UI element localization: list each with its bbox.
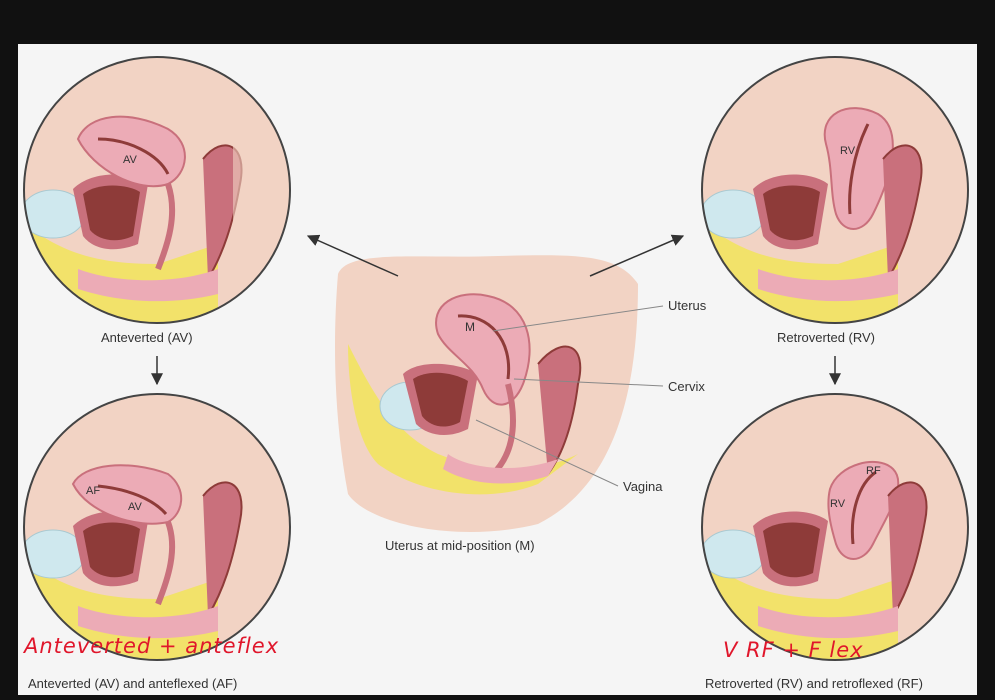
vagina-callout: Vagina [623, 479, 663, 494]
retroverted-circle: RV [701, 56, 969, 324]
handwritten-note-left: Anteverted + anteflex [24, 634, 280, 658]
arrow-to-anteverted [306, 234, 399, 277]
caption-retroverted: Retroverted (RV) [777, 330, 876, 345]
retroflexed-circle: RF RV [701, 393, 969, 661]
caption-anteverted: Anteverted (AV) [101, 330, 193, 345]
diagram-svg: M Uterus Cervix Vagina [23, 56, 969, 661]
handwritten-note-right: V RF + F lex [723, 638, 864, 662]
anteflexed-circle: AF AV [23, 393, 291, 661]
diagram-canvas: M Uterus Cervix Vagina [18, 44, 977, 695]
anteverted-circle: AV [23, 56, 291, 324]
tl-organ-label: AV [123, 154, 138, 166]
tr-organ-label: RV [840, 145, 856, 157]
center-organ-label: M [465, 320, 475, 334]
caption-mid-position: Uterus at mid-position (M) [385, 538, 535, 553]
center-illustration: M Uterus Cervix Vagina [335, 255, 707, 533]
caption-anteflexed: Anteverted (AV) and anteflexed (AF) [28, 676, 238, 691]
arrow-to-retroverted [589, 234, 685, 277]
br-organ-label-rv: RV [830, 498, 846, 510]
br-organ-label-rf: RF [866, 465, 881, 477]
caption-retroflexed: Retroverted (RV) and retroflexed (RF) [705, 676, 923, 691]
uterus-callout: Uterus [668, 298, 707, 313]
bl-organ-label-av: AV [128, 501, 143, 513]
bl-organ-label-af: AF [86, 485, 100, 497]
cervix-callout: Cervix [668, 379, 705, 394]
